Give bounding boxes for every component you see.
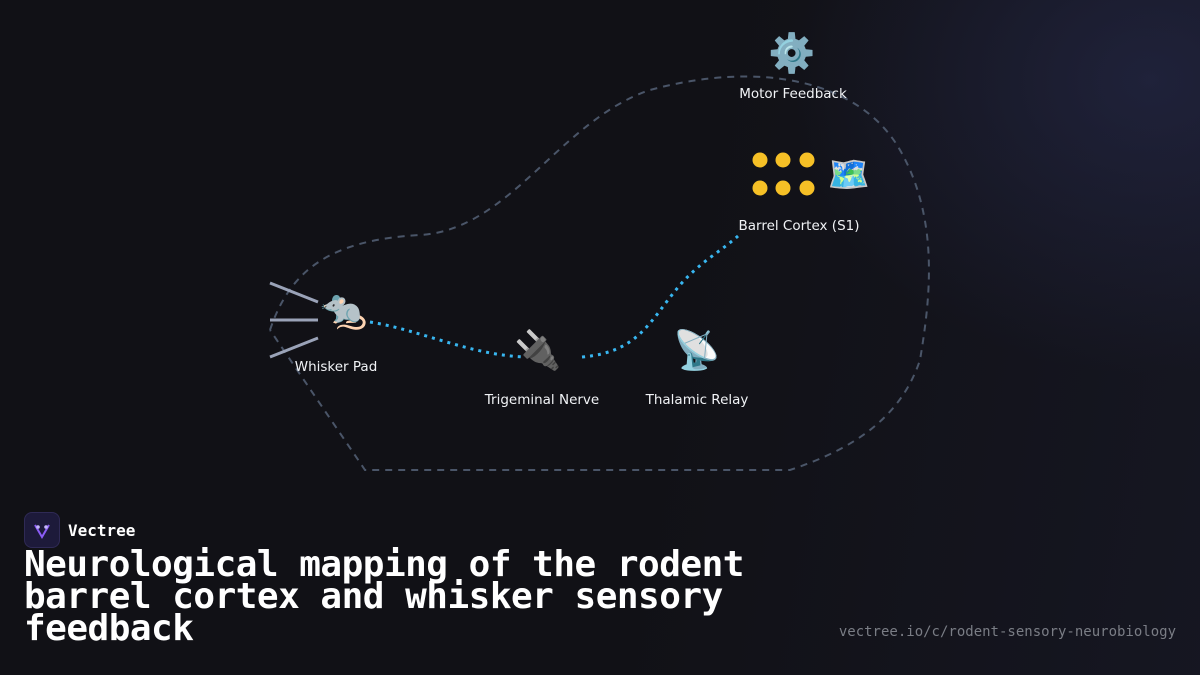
node-label-barrel-cortex: Barrel Cortex (S1) — [738, 218, 860, 234]
barrel-dot — [799, 180, 815, 196]
node-label-whisker-pad: Whisker Pad — [294, 359, 378, 375]
barrel-dot — [799, 152, 815, 168]
brand-name: Vectree — [68, 520, 136, 540]
barrel-dot — [775, 152, 791, 168]
node-label-trigeminal-nerve: Trigeminal Nerve — [484, 392, 600, 408]
barrel-dot — [775, 180, 791, 196]
whisker-line-bottom — [269, 336, 319, 359]
rat-icon: 🐀 — [320, 287, 368, 331]
barrel-dot — [752, 180, 768, 196]
whisker-line-top — [269, 281, 319, 304]
feedback-loop-path — [269, 75, 930, 471]
page-title: Neurological mapping of the rodent barre… — [24, 544, 744, 649]
brand: Vectree — [24, 512, 135, 548]
electric-plug-icon: 🔌 — [514, 328, 562, 372]
node-label-motor-feedback: Motor Feedback — [739, 86, 847, 102]
signal-path-whisker-to-trigeminal — [369, 320, 526, 359]
signal-path-trigeminal-to-thalamic — [581, 234, 739, 359]
vectree-logo-icon — [24, 512, 60, 548]
gear-icon: ⚙️ — [768, 31, 816, 75]
barrel-dot — [752, 152, 768, 168]
satellite-antenna-icon: 📡 — [673, 328, 721, 372]
node-label-thalamic-relay: Thalamic Relay — [645, 392, 749, 408]
source-url: vectree.io/c/rodent-sensory-neurobiology — [838, 624, 1176, 640]
world-map-icon: 🗺️ — [827, 155, 871, 195]
